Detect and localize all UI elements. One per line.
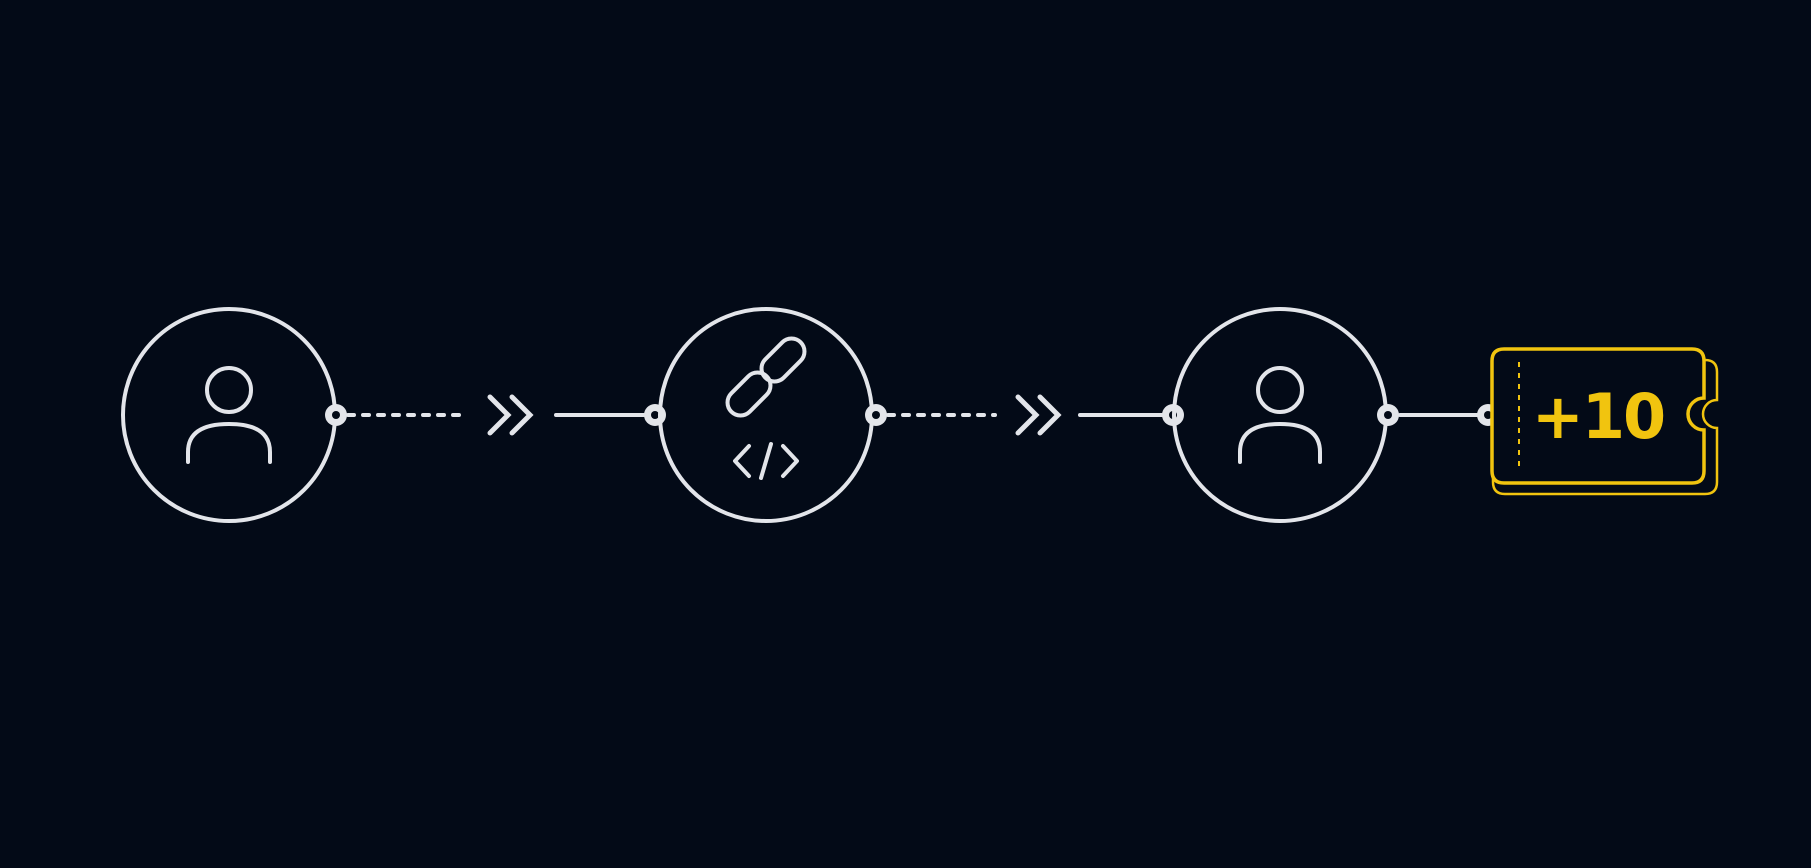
referrer-node-circle	[121, 307, 337, 523]
code-icon	[733, 442, 799, 480]
connector-signup	[865, 394, 1184, 436]
link-icon	[725, 336, 807, 418]
double-chevron-icon	[1015, 394, 1062, 436]
referral-link-node-circle	[658, 307, 874, 523]
double-chevron-icon	[487, 394, 534, 436]
connector-share	[325, 394, 666, 436]
user-icon	[186, 366, 272, 464]
referrer-node	[121, 307, 337, 523]
reward-ticket: +10	[1490, 347, 1719, 496]
ticket-icon	[1490, 347, 1706, 485]
connector-reward	[1377, 404, 1499, 426]
reward-label: +10	[1532, 380, 1664, 453]
referral-link-node	[658, 307, 874, 523]
referee-node	[1172, 307, 1388, 523]
user-icon	[1238, 366, 1322, 464]
referee-node-circle	[1172, 307, 1388, 523]
